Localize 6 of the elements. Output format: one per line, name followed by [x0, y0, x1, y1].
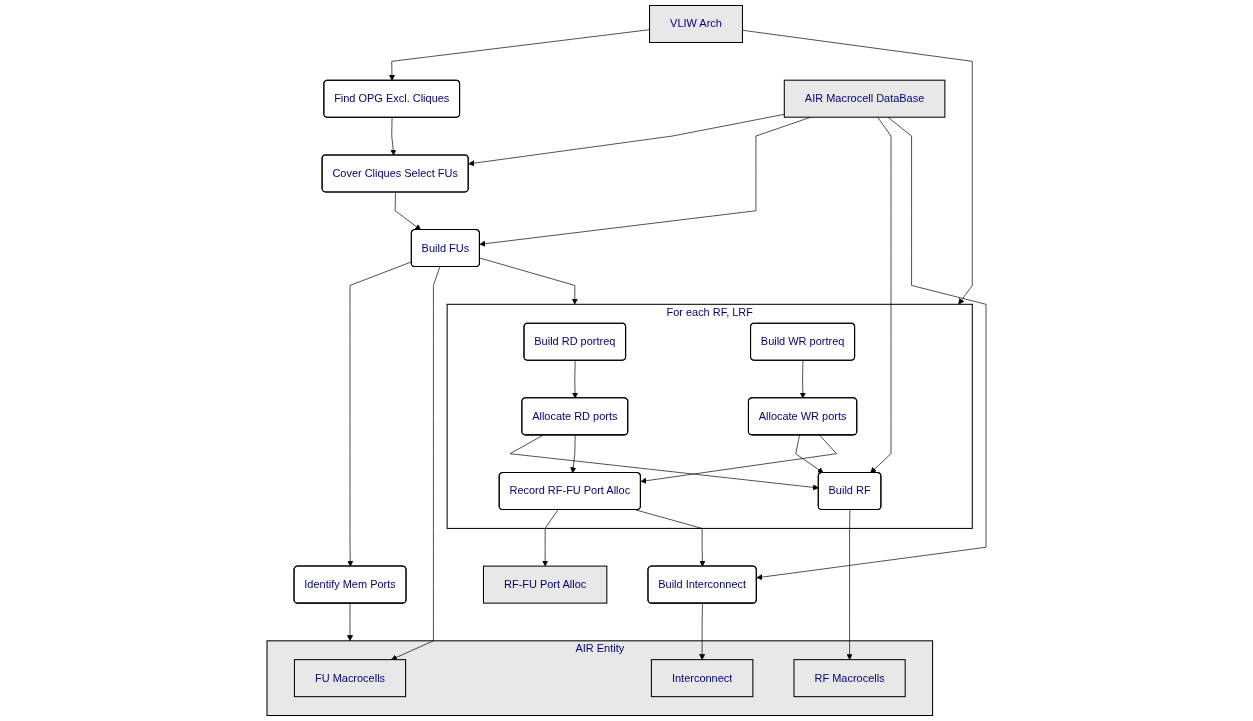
node-box: Interconnect — [650, 659, 754, 698]
node-box: AIR Macrocell DataBase — [783, 79, 946, 118]
node-box: RF-FU Port Alloc — [482, 565, 608, 604]
node-box: FU Macrocells — [293, 659, 407, 698]
node-box: VLIW Arch — [649, 4, 743, 43]
node-box: RF Macrocells — [793, 659, 906, 698]
